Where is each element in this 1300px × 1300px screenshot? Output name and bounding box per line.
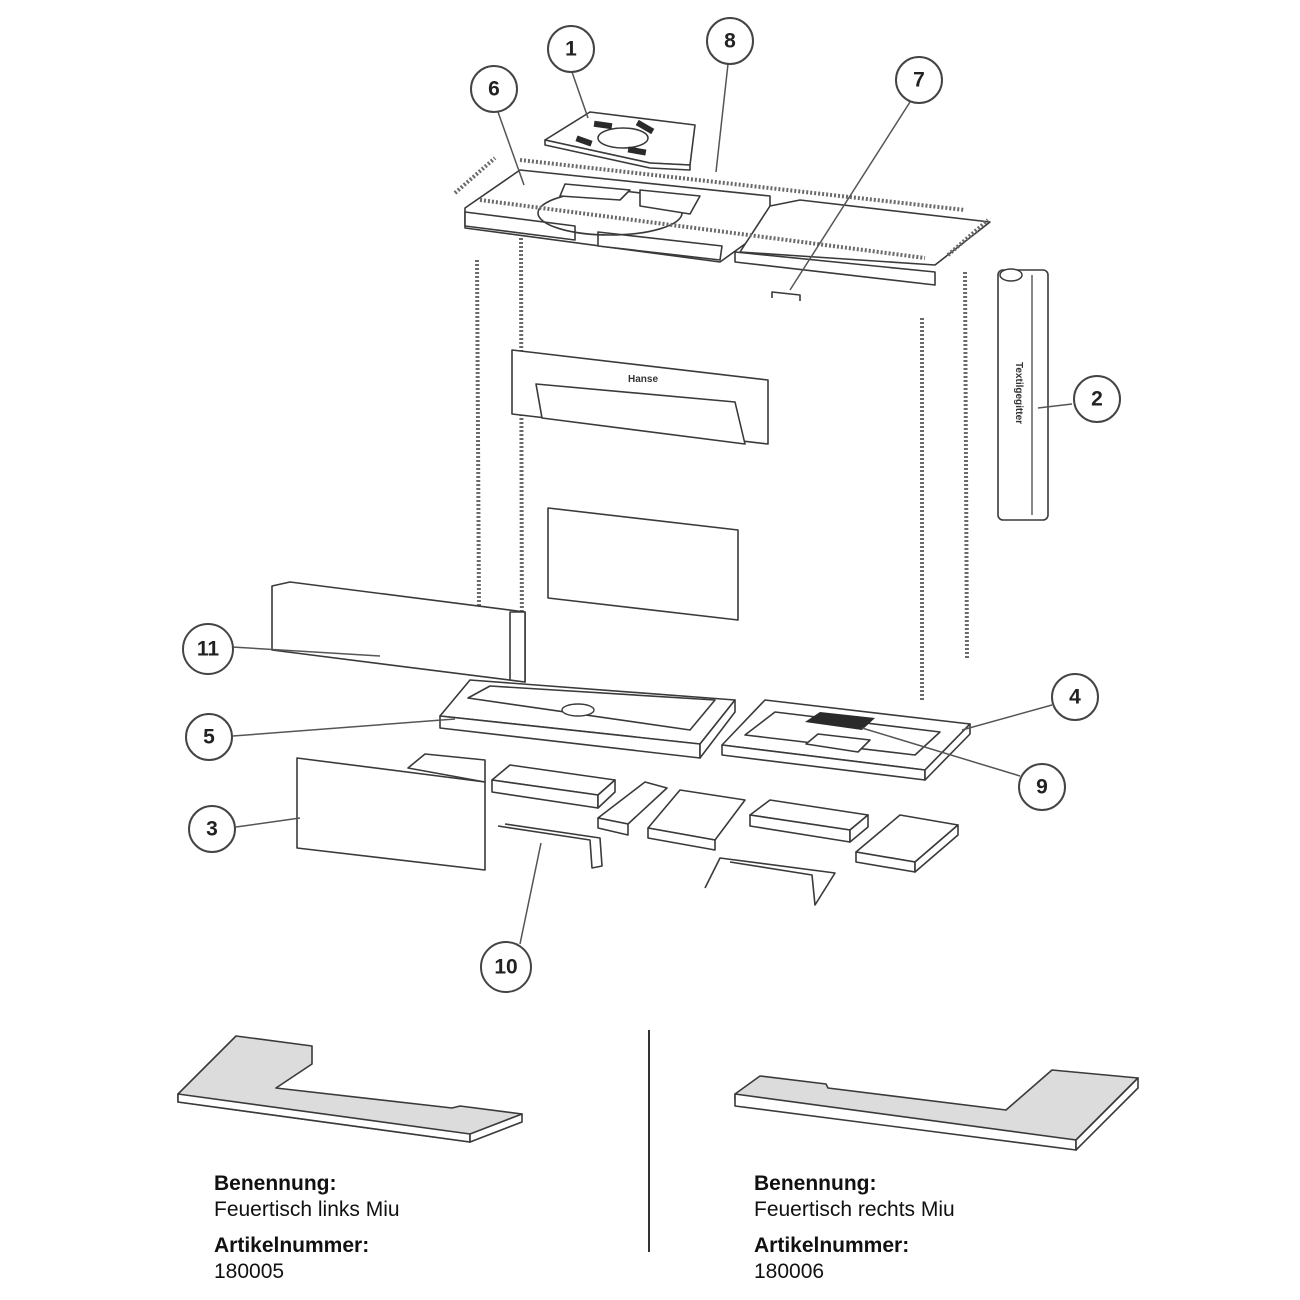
article-number: 180006 (754, 1260, 825, 1283)
callout-5-label: 5 (203, 726, 215, 749)
callout-3: 3 (188, 805, 236, 853)
callout-1-label: 1 (565, 38, 577, 61)
callout-9: 9 (1018, 763, 1066, 811)
callout-2-label: 2 (1091, 388, 1103, 411)
callout-10: 10 (480, 941, 532, 993)
right-fire-table (721, 699, 971, 781)
callout-6: 6 (470, 65, 518, 113)
support-brackets (497, 823, 836, 906)
column-divider (648, 1030, 650, 1252)
fire-table-left-illustration (177, 1035, 523, 1143)
top-cover-plates (464, 169, 991, 286)
vertical-rod-2 (519, 237, 524, 669)
product-info-right: Benennung: Feuertisch rechts Miu Artikel… (754, 1171, 955, 1295)
callout-4-label: 4 (1069, 686, 1081, 709)
logo-text: Hanse (628, 374, 658, 385)
rear-panel (547, 507, 739, 621)
product-name: Feuertisch links Miu (214, 1198, 400, 1221)
grille-icon (805, 712, 875, 730)
front-frame: Hanse (511, 349, 769, 445)
fire-table-right-illustration (734, 1069, 1139, 1151)
article-label: Artikelnummer: (214, 1234, 370, 1257)
side-plate (271, 581, 526, 683)
top-rod-left (453, 156, 497, 195)
article-label: Artikelnummer: (754, 1234, 910, 1257)
textile-grid-roll: Textilgegitter (997, 268, 1049, 521)
top-rod-right (946, 218, 990, 257)
callout-4: 4 (1051, 673, 1099, 721)
top-rod-front (479, 198, 926, 260)
callout-11-label: 11 (197, 638, 220, 661)
vertical-rod-4 (963, 271, 969, 659)
top-vent-plate (544, 111, 696, 171)
callout-3-label: 3 (206, 818, 218, 841)
left-fire-table (439, 679, 736, 759)
bottom-blocks (491, 764, 959, 873)
callout-10-label: 10 (494, 956, 517, 979)
leader-lines (231, 63, 1073, 945)
front-plate (296, 753, 486, 871)
name-label: Benennung: (214, 1172, 337, 1195)
top-rod-back (519, 158, 966, 212)
callout-8: 8 (706, 17, 754, 65)
callout-7: 7 (895, 56, 943, 104)
product-name: Feuertisch rechts Miu (754, 1198, 955, 1221)
textile-grid-label: Textilgegitter (1013, 362, 1024, 424)
product-info-left: Benennung: Feuertisch links Miu Artikeln… (214, 1171, 400, 1295)
callout-2: 2 (1073, 375, 1121, 423)
callout-11: 11 (182, 623, 234, 675)
callout-5: 5 (185, 713, 233, 761)
callout-1: 1 (547, 25, 595, 73)
callout-9-label: 9 (1036, 776, 1048, 799)
callout-6-label: 6 (488, 78, 500, 101)
callout-8-label: 8 (724, 30, 736, 53)
name-label: Benennung: (754, 1172, 877, 1195)
small-bracket (771, 291, 801, 301)
callout-7-label: 7 (913, 69, 925, 92)
vertical-rod-1 (475, 259, 481, 611)
article-number: 180005 (214, 1260, 285, 1283)
